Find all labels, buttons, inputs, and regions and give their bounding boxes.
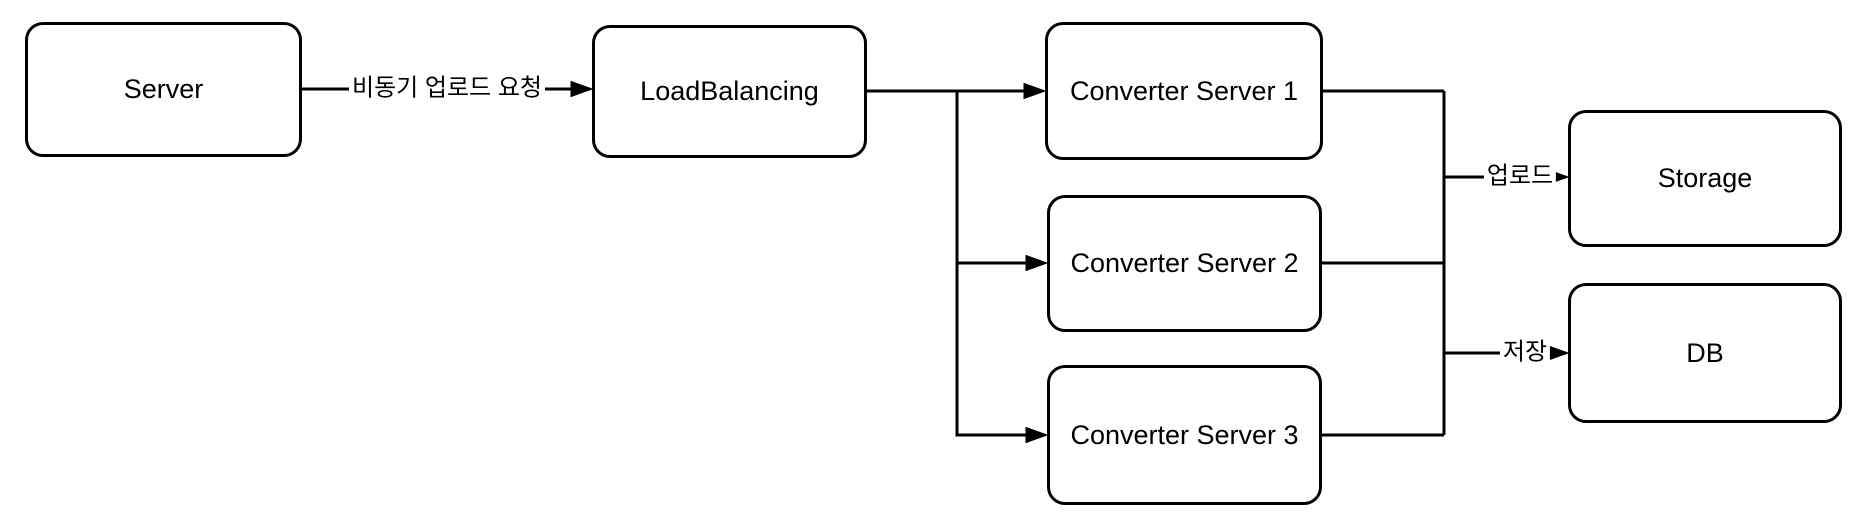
node-converter-server-1-label: Converter Server 1	[1069, 75, 1299, 106]
node-server-label: Server	[123, 74, 204, 105]
node-db[interactable]: DB	[1568, 283, 1842, 423]
arrowhead-icon	[1023, 82, 1047, 100]
connector-line	[955, 263, 1028, 437]
node-loadbalancing[interactable]: LoadBalancing	[592, 25, 867, 158]
edge-loadbalancing-converter3[interactable]	[955, 263, 1049, 444]
node-storage[interactable]: Storage	[1568, 110, 1842, 247]
node-converter-server-3[interactable]: Converter Server 3	[1047, 365, 1322, 505]
node-converter-server-3-label: Converter Server 3	[1070, 419, 1299, 450]
node-loadbalancing-label: LoadBalancing	[640, 76, 819, 107]
node-storage-label: Storage	[1657, 163, 1753, 194]
arrowhead-icon	[1025, 426, 1049, 444]
edge-loadbalancing-converter1[interactable]	[867, 82, 1047, 100]
edge-loadbalancing-converter2[interactable]	[955, 91, 1049, 272]
edge-label-async-upload-request[interactable]: 비동기 업로드 요청	[349, 74, 545, 104]
node-converter-server-1[interactable]: Converter Server 1	[1045, 22, 1323, 160]
edge-converters-junction[interactable]	[1322, 89, 1446, 437]
edge-label-save[interactable]: 저장	[1499, 338, 1551, 368]
node-converter-server-2[interactable]: Converter Server 2	[1047, 195, 1322, 332]
node-db-label: DB	[1686, 337, 1724, 368]
arrowhead-icon	[1546, 344, 1570, 362]
connector-line	[955, 91, 1028, 265]
node-converter-server-2-label: Converter Server 2	[1070, 248, 1299, 279]
arrowhead-icon	[570, 80, 594, 98]
node-server[interactable]: Server	[25, 22, 302, 157]
arrowhead-icon	[1025, 254, 1049, 272]
edge-label-upload[interactable]: 업로드	[1483, 162, 1557, 192]
